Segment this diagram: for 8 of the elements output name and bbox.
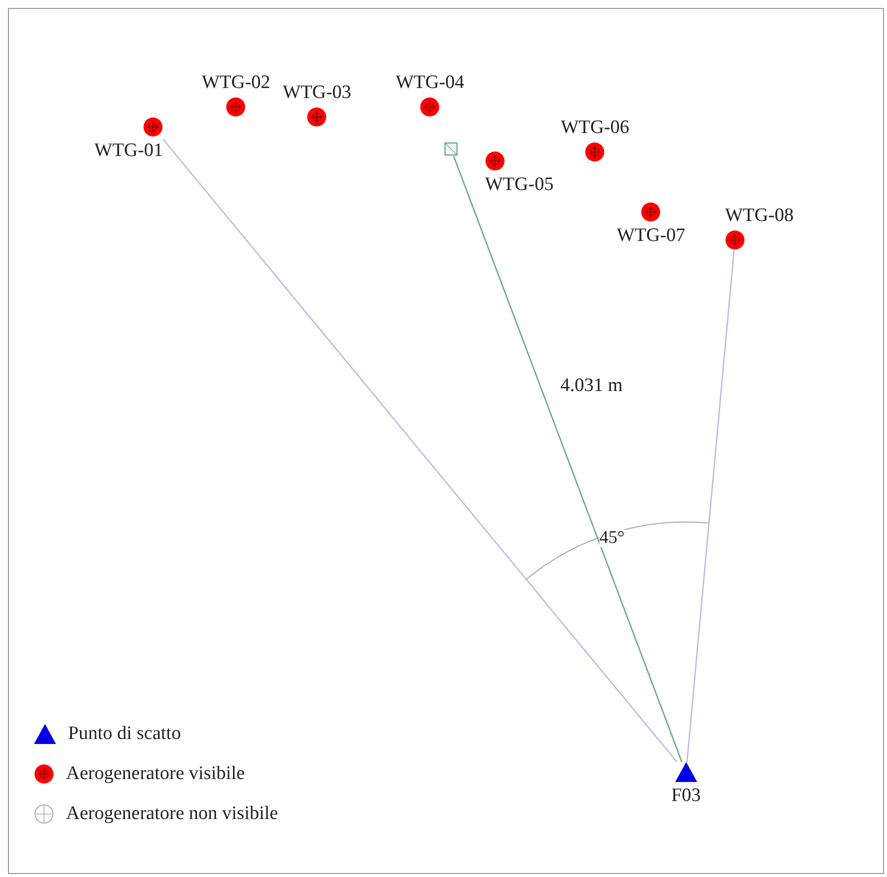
legend-text: Punto di scatto: [68, 723, 181, 745]
edge-label: 4.031 m: [559, 375, 624, 398]
sight-line: [686, 250, 735, 762]
legend-text: Aerogeneratore visibile: [66, 763, 245, 785]
sight-line: [453, 156, 682, 762]
angle-label: 45°: [599, 527, 625, 547]
sight-line: [162, 138, 678, 762]
legend-text: Aerogeneratore non visibile: [66, 803, 278, 825]
